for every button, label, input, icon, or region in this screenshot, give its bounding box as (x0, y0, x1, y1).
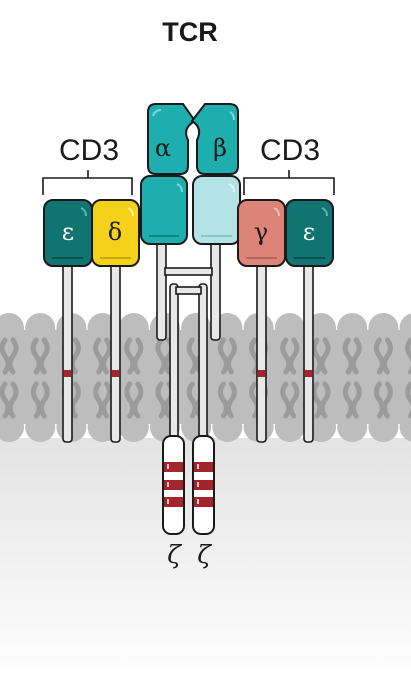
alpha-beta-link-upper (164, 267, 213, 276)
lipid-tail (342, 337, 362, 419)
epsilon-left-label: ε (62, 218, 74, 246)
lipid-head (368, 313, 399, 343)
lipid-head (87, 412, 118, 442)
zeta-left-label: ζ (167, 540, 182, 569)
lipid-head (0, 412, 24, 442)
cd3-right-label: CD3 (260, 134, 320, 167)
lipid-head (274, 313, 305, 343)
lipid-head (368, 412, 399, 442)
cd3-left-bracket (42, 170, 133, 195)
lipid-head (337, 313, 368, 343)
lipid-head (274, 412, 305, 442)
lipid-head (118, 313, 149, 343)
zeta-link (175, 286, 202, 295)
alpha-label: α (155, 134, 171, 162)
cd3-delta: δ (91, 199, 140, 443)
lipid-head (337, 412, 368, 442)
lipid-tail (217, 337, 237, 419)
lipid-head (87, 313, 118, 343)
lipid-tail (0, 337, 19, 419)
lipid-head (118, 412, 149, 442)
lipid-tail (30, 337, 50, 419)
lipid-head (399, 313, 411, 343)
cd3-epsilon-right: ε (285, 199, 334, 443)
lipid-head (399, 412, 411, 442)
lipid-tail (280, 337, 300, 419)
beta-label: β (213, 134, 227, 162)
cd3-left-label: CD3 (59, 134, 119, 167)
cd3-epsilon-left: ε (43, 199, 93, 443)
page-title: TCR (162, 17, 218, 47)
delta-label: δ (108, 218, 122, 246)
lipid-head (25, 412, 56, 442)
zeta-right-chain (192, 435, 215, 535)
tcr-beta-chain: β (190, 103, 241, 341)
lipid-head (25, 313, 56, 343)
cd3-right-bracket (243, 170, 335, 195)
lipid-tail (124, 337, 144, 419)
zeta-left-chain (162, 435, 185, 535)
lipid-tail (311, 337, 331, 419)
cd3-zeta-dimer: ζ ζ (162, 283, 215, 569)
lipid-tail (155, 337, 175, 419)
tcr-alpha-chain: α (140, 103, 197, 341)
lipid-tail (373, 337, 393, 419)
lipid-tail (93, 337, 113, 419)
lipid-head (0, 313, 24, 343)
lipid-head (212, 412, 243, 442)
zeta-right-label: ζ (197, 540, 212, 569)
gamma-label: γ (254, 218, 268, 246)
epsilon-right-label: ε (303, 218, 315, 246)
